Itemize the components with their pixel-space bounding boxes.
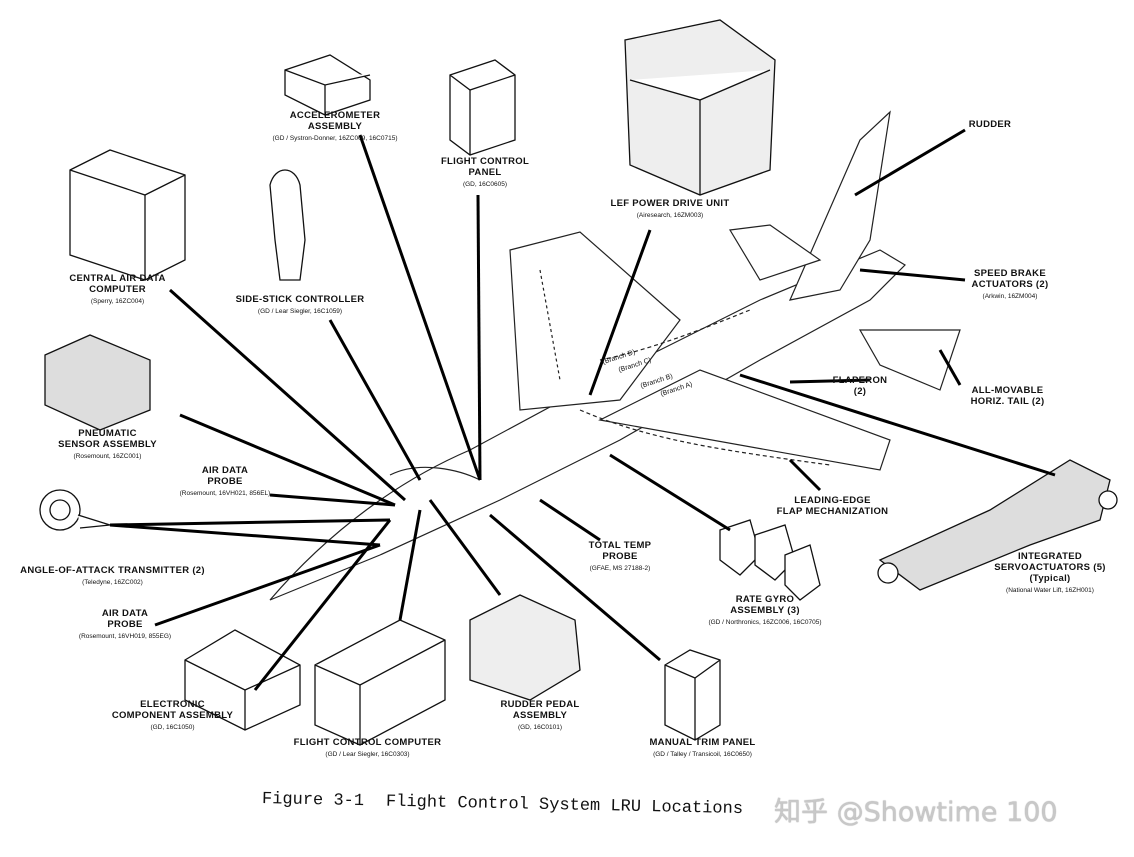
aoa-transmitter-sketch (39, 489, 111, 531)
component-name: PNEUMATIC SENSOR ASSEMBLY (58, 428, 157, 450)
label-all-movable-horiz-tail: ALL-MOVABLE HORIZ. TAIL (2) (970, 385, 1045, 408)
side-stick-sketch (269, 169, 306, 281)
component-source: (Rosemount, 16ZC001) (73, 452, 142, 460)
component-source: (Rosemount, 16VH019, 855EG) (78, 632, 172, 640)
component-name: AIR DATA PROBE (101, 608, 149, 630)
component-name: AIR DATA PROBE (201, 465, 249, 487)
figure-number: Figure 3-1 (261, 790, 365, 812)
component-name: SPEED BRAKE ACTUATORS (2) (971, 268, 1049, 290)
label-accelerometer-assembly: ACCELEROMETER ASSEMBLY (GD / Systron-Don… (265, 110, 405, 142)
component-name: RATE GYRO ASSEMBLY (3) (730, 594, 800, 616)
component-source: (Airesearch, 16ZM003) (636, 211, 704, 219)
watermark: 知乎 @Showtime 100 (774, 797, 1058, 828)
component-source: (Sperry, 16ZC004) (90, 297, 145, 305)
label-leading-edge-flap-mechanization: LEADING-EDGE FLAP MECHANIZATION (775, 495, 890, 518)
cadc-sketch (69, 149, 186, 281)
component-name: MANUAL TRIM PANEL (649, 737, 756, 748)
label-angle-of-attack-transmitter: ANGLE-OF-ATTACK TRANSMITTER (2) (Teledyn… (15, 565, 210, 586)
component-name: TOTAL TEMP PROBE (588, 540, 652, 562)
component-source: (GD / Systron-Donner, 16ZC009, 16C0715) (272, 134, 398, 142)
component-source: (GD / Lear Siegler, 16C1059) (257, 307, 343, 315)
component-source: (GD, 16C0101) (517, 723, 563, 731)
manual-trim-panel-sketch (664, 649, 721, 741)
label-rate-gyro-assembly: RATE GYRO ASSEMBLY (3) (GD / Northronics… (700, 594, 830, 626)
label-flight-control-computer: FLIGHT CONTROL COMPUTER (GD / Lear Siegl… (290, 737, 445, 758)
component-source: (GD / Talley / Transicoil, 16C0650) (653, 750, 752, 758)
component-source: (National Water Lift, 16ZH001) (1006, 586, 1094, 594)
label-pneumatic-sensor-assembly: PNEUMATIC SENSOR ASSEMBLY (Rosemount, 16… (45, 428, 170, 460)
component-name: ANGLE-OF-ATTACK TRANSMITTER (2) (20, 565, 205, 576)
rudder-pedal-sketch (469, 594, 581, 701)
label-total-temp-probe: TOTAL TEMP PROBE (GFAE, MS 27188-2) (575, 540, 665, 572)
component-name: LEADING-EDGE FLAP MECHANIZATION (776, 495, 889, 517)
label-side-stick-controller: SIDE-STICK CONTROLLER (GD / Lear Siegler… (225, 294, 375, 315)
component-name: RUDDER (968, 119, 1012, 130)
component-name: CENTRAL AIR DATA COMPUTER (69, 273, 166, 295)
component-source: (GD / Lear Siegler, 16C0303) (325, 750, 410, 758)
lef-pdu-sketch (624, 19, 776, 196)
component-name: FLIGHT CONTROL COMPUTER (293, 737, 442, 748)
fcc-sketch (314, 619, 446, 746)
component-name: FLAPERON (2) (832, 375, 888, 397)
flight-control-panel-sketch (449, 59, 516, 156)
accelerometer-sketch (284, 54, 371, 116)
component-source: (GD, 16C0605) (462, 180, 508, 188)
label-lef-power-drive-unit: LEF POWER DRIVE UNIT (Airesearch, 16ZM00… (600, 198, 740, 219)
servoactuator-sketch (877, 459, 1118, 591)
label-speed-brake-actuators: SPEED BRAKE ACTUATORS (2) (Arkwin, 16ZM0… (960, 268, 1060, 300)
label-central-air-data-computer: CENTRAL AIR DATA COMPUTER (Sperry, 16ZC0… (45, 273, 190, 305)
component-name: SIDE-STICK CONTROLLER (235, 294, 365, 305)
label-flight-control-panel: FLIGHT CONTROL PANEL (GD, 16C0605) (430, 156, 540, 188)
component-source: (GD / Northronics, 16ZC006, 16C0705) (708, 618, 822, 626)
aircraft-outline (269, 110, 961, 601)
component-source: (GFAE, MS 27188-2) (589, 564, 651, 572)
label-integrated-servoactuators: INTEGRATED SERVOACTUATORS (5) (Typical) … (985, 551, 1115, 594)
label-rudder-pedal-assembly: RUDDER PEDAL ASSEMBLY (GD, 16C0101) (485, 699, 595, 731)
label-air-data-probe-lower: AIR DATA PROBE (Rosemount, 16VH019, 855E… (65, 608, 185, 640)
label-air-data-probe-upper: AIR DATA PROBE (Rosemount, 16VH021, 856E… (165, 465, 285, 497)
component-name: ACCELEROMETER ASSEMBLY (289, 110, 381, 132)
component-name: RUDDER PEDAL ASSEMBLY (500, 699, 580, 721)
leader-lines (109, 128, 1056, 691)
component-source: (Rosemount, 16VH021, 856EL) (179, 489, 271, 497)
component-source: (Teledyne, 16ZC002) (82, 578, 143, 586)
label-rudder: RUDDER (950, 119, 1030, 131)
component-name: FLIGHT CONTROL PANEL (440, 156, 530, 178)
component-name: INTEGRATED SERVOACTUATORS (5) (Typical) (994, 551, 1106, 584)
label-manual-trim-panel: MANUAL TRIM PANEL (GD / Talley / Transic… (640, 737, 765, 758)
component-name: LEF POWER DRIVE UNIT (610, 198, 730, 209)
label-flaperon: FLAPERON (2) (825, 375, 895, 398)
component-source: (GD, 16C1050) (150, 723, 195, 731)
pneumatic-sensor-sketch (44, 334, 151, 431)
component-source: (Arkwin, 16ZM004) (982, 292, 1038, 300)
component-name: ELECTRONIC COMPONENT ASSEMBLY (111, 699, 234, 721)
component-sketches (39, 19, 1118, 746)
rate-gyro-sketch (719, 519, 821, 601)
label-electronic-component-assembly: ELECTRONIC COMPONENT ASSEMBLY (GD, 16C10… (110, 699, 235, 731)
component-name: ALL-MOVABLE HORIZ. TAIL (2) (970, 385, 1045, 407)
